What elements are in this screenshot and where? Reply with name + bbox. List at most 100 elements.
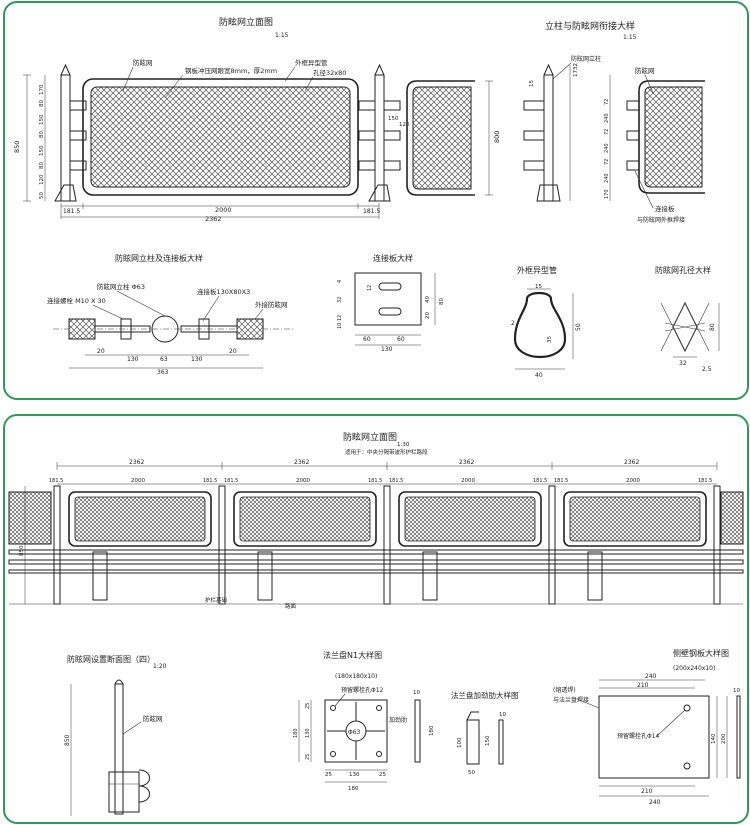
bottom-panels bbox=[68, 491, 707, 547]
svg-text:120: 120 bbox=[399, 122, 410, 128]
svg-text:240: 240 bbox=[604, 113, 610, 123]
left-plate-2 bbox=[69, 130, 87, 141]
svg-text:180: 180 bbox=[293, 728, 299, 738]
svg-text:10: 10 bbox=[413, 690, 420, 696]
top-joint-detail: 立柱与防眩网衔接大样 1:15 防眩网立柱 1732 15 防眩网 72 240… bbox=[523, 20, 705, 224]
svg-text:2362: 2362 bbox=[129, 459, 144, 466]
joint-post bbox=[543, 74, 554, 202]
svg-text:80: 80 bbox=[709, 323, 716, 331]
svg-text:130: 130 bbox=[349, 772, 360, 778]
svg-text:25: 25 bbox=[325, 772, 332, 778]
svg-text:1:15: 1:15 bbox=[623, 34, 637, 41]
svg-text:72: 72 bbox=[604, 99, 610, 105]
label-road: 路面 bbox=[285, 602, 297, 610]
elev-dim-height: 850 bbox=[13, 141, 21, 153]
mid-plate-right-1 bbox=[383, 100, 401, 111]
svg-text:240: 240 bbox=[649, 799, 661, 806]
svg-text:Φ63: Φ63 bbox=[348, 729, 361, 736]
connector-label-bolt: 连接螺栓 M10 X 30 bbox=[47, 296, 106, 305]
svg-text:2.5: 2.5 bbox=[702, 366, 712, 373]
plate-outline bbox=[354, 272, 422, 326]
top-connector-detail: 防眩网立柱及连接板大样 防眩网立柱 Φ63 连接螺栓 M10 X 30 连接板1… bbox=[47, 253, 295, 376]
svg-text:240: 240 bbox=[604, 173, 610, 183]
svg-text:100: 100 bbox=[457, 737, 463, 748]
svg-text:2000: 2000 bbox=[296, 478, 310, 484]
svg-text:181.5: 181.5 bbox=[224, 478, 238, 484]
svg-text:72: 72 bbox=[604, 159, 610, 165]
svg-text:60: 60 bbox=[397, 336, 405, 343]
svg-text:170: 170 bbox=[604, 189, 610, 199]
tube-profile bbox=[513, 291, 567, 359]
bottom-panel-mesh bbox=[404, 496, 536, 542]
connector-title: 防眩网立柱及连接板大样 bbox=[115, 253, 203, 263]
section-label-mesh: 防眩网 bbox=[143, 714, 163, 723]
main-panel-mesh bbox=[90, 86, 351, 188]
svg-text:35: 35 bbox=[547, 336, 553, 343]
top-drawing-panel: 防眩网立面图 1:15 防眩网 钢板冲压网眼宽8mm，厚2mm 外框异型管 bbox=[3, 1, 749, 400]
svg-text:2362: 2362 bbox=[624, 459, 639, 466]
guard-label-weld2: 与法兰盘焊接 bbox=[553, 696, 589, 704]
middle-post-cap bbox=[374, 63, 385, 76]
svg-text:181.5: 181.5 bbox=[698, 478, 712, 484]
bottom-post bbox=[383, 485, 391, 605]
bottom-guard-detail: 侧壁钢板大样图 (200x240x10) (熔透焊) 与法兰盘焊接 240 21… bbox=[553, 648, 741, 806]
svg-text:150: 150 bbox=[388, 116, 399, 122]
bottom-drawing-svg: 防眩网立面图 1:30 适用于：中央分隔带波形护栏路段 2362 2362 23… bbox=[8, 431, 744, 816]
bottom-elevation-subtitle: 适用于：中央分隔带波形护栏路段 bbox=[345, 448, 428, 456]
svg-text:181.5: 181.5 bbox=[533, 478, 547, 484]
svg-text:15: 15 bbox=[529, 80, 535, 87]
connector-bolt-left bbox=[120, 318, 132, 340]
svg-text:181.5: 181.5 bbox=[389, 478, 403, 484]
svg-text:1732: 1732 bbox=[573, 63, 579, 77]
svg-text:181.5: 181.5 bbox=[363, 208, 380, 215]
bottom-post bbox=[713, 485, 721, 605]
svg-text:10: 10 bbox=[337, 323, 343, 329]
joint-label-post: 防眩网立柱 bbox=[571, 55, 601, 63]
bottom-panel-mesh bbox=[74, 496, 206, 542]
svg-text:850: 850 bbox=[19, 545, 25, 556]
plate-title: 连接板大样 bbox=[373, 253, 413, 263]
elev-label-hole: 孔径32x80 bbox=[313, 68, 346, 77]
svg-text:2000: 2000 bbox=[131, 478, 145, 484]
bottom-post bbox=[218, 485, 226, 605]
bottom-panel-mesh bbox=[569, 496, 701, 542]
guard-title: 侧壁钢板大样图 bbox=[673, 648, 729, 658]
svg-text:2000: 2000 bbox=[626, 478, 640, 484]
section-title: 防眩网设置断面图（四） bbox=[67, 654, 155, 664]
rib-shape bbox=[466, 719, 480, 765]
left-post-cap bbox=[60, 63, 71, 76]
svg-text:150: 150 bbox=[485, 735, 491, 746]
flange-label-hole: 预留螺栓孔Φ12 bbox=[341, 686, 384, 694]
mid-plate-left-3 bbox=[358, 160, 376, 171]
svg-text:80: 80 bbox=[39, 131, 45, 138]
left-post-base bbox=[54, 184, 77, 202]
section-guardrail-wave bbox=[138, 769, 150, 803]
svg-text:130: 130 bbox=[191, 356, 203, 363]
svg-text:140: 140 bbox=[711, 733, 717, 744]
elev-label-mesh: 防眩网 bbox=[133, 58, 153, 67]
svg-text:240: 240 bbox=[604, 143, 610, 153]
rib-side-view bbox=[498, 719, 504, 765]
guardrail-post bbox=[422, 551, 438, 601]
svg-text:120: 120 bbox=[39, 174, 45, 185]
bottom-panel-frame bbox=[563, 491, 707, 547]
svg-text:181.5: 181.5 bbox=[63, 208, 80, 215]
main-panel-frame bbox=[82, 78, 359, 196]
joint-label-connect: 连接板 bbox=[655, 204, 675, 213]
mid-plate-left-2 bbox=[358, 130, 376, 141]
flange-title: 法兰盘N1大样图 bbox=[323, 650, 382, 660]
elev-dim-total: 2362 bbox=[205, 215, 222, 223]
left-plate-3 bbox=[69, 160, 87, 171]
svg-text:40: 40 bbox=[425, 296, 431, 303]
svg-text:180: 180 bbox=[348, 786, 359, 792]
svg-text:60: 60 bbox=[363, 336, 371, 343]
top-elevation-title: 防眩网立面图 bbox=[219, 16, 273, 28]
connector-label-plate: 连接板130X80X3 bbox=[197, 287, 250, 296]
svg-text:80: 80 bbox=[39, 162, 45, 169]
svg-text:2362: 2362 bbox=[294, 459, 309, 466]
svg-text:240: 240 bbox=[645, 673, 657, 680]
elev-label-tube: 外框异型管 bbox=[295, 58, 328, 67]
svg-text:(200x240x10): (200x240x10) bbox=[673, 665, 715, 672]
svg-text:80: 80 bbox=[39, 100, 45, 107]
mid-plate-right-2 bbox=[383, 130, 401, 141]
